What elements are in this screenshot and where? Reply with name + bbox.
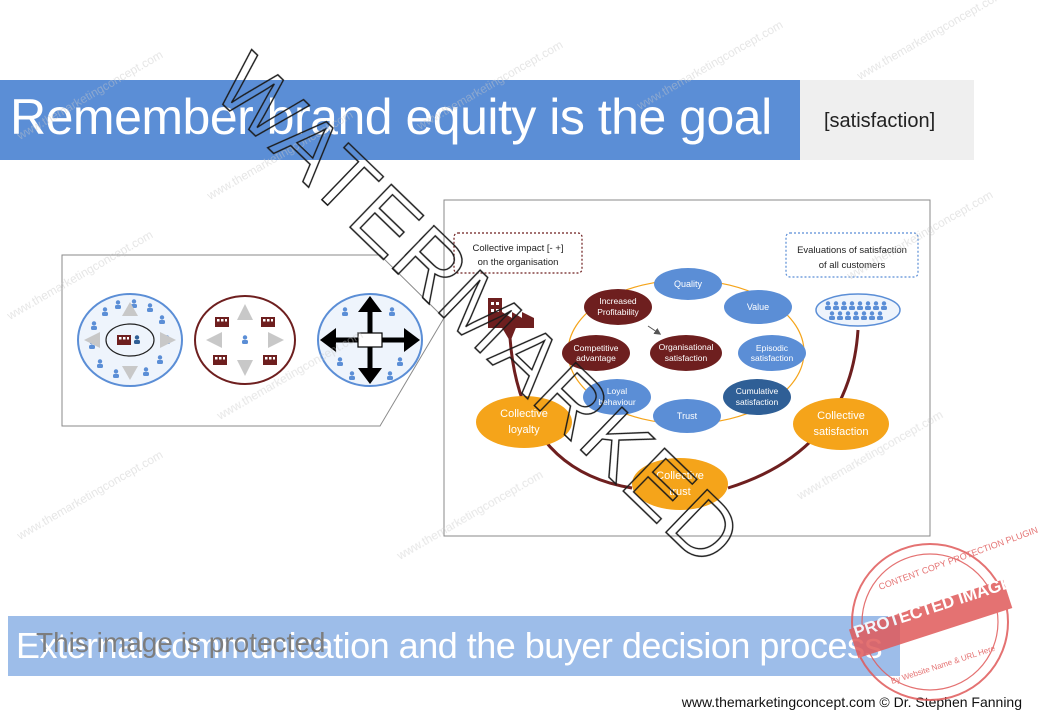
org-satisfaction-label-1: Organisational	[659, 342, 714, 352]
watermark-repeat-9: www.themarketingconcept.com	[14, 447, 166, 543]
collective-impact-callout	[453, 232, 583, 274]
increased-profitability-node	[584, 289, 652, 325]
loyal-behaviour-node	[583, 379, 651, 415]
cumulative-node	[723, 379, 791, 415]
org-satisfaction-label-2: satisfaction	[665, 353, 708, 363]
protected-notice: This image is protected	[36, 627, 326, 658]
loyal-label-1: Loyal	[607, 386, 627, 396]
profitability-label-1: Increased	[599, 296, 637, 306]
quality-node	[654, 268, 722, 300]
watermark-repeat-11: www.themarketingconcept.com	[794, 407, 946, 503]
collective-loyalty-label-1: Collective	[500, 408, 548, 420]
watermark-repeat-6: www.themarketingconcept.com	[4, 227, 156, 323]
collective-impact-line-2: on the organisation	[478, 257, 559, 268]
collective-trust-label-1: Collective	[656, 470, 704, 482]
competitive-label-2: advantage	[576, 353, 616, 363]
collective-loyalty-node	[476, 396, 572, 448]
watermark-repeat-1: www.themarketingconcept.com	[14, 47, 166, 143]
competitive-label-1: Competitive	[574, 343, 619, 353]
evaluations-line-1: Evaluations of satisfaction	[797, 245, 907, 256]
crowd-icon	[815, 293, 901, 327]
bottom-bar	[8, 616, 900, 676]
episodic-label-2: satisfaction	[751, 353, 794, 363]
collective-satisfaction-label-2: satisfaction	[813, 426, 868, 438]
building-circle-icon	[194, 295, 296, 385]
bottom-caption: External communication and the buyer dec…	[16, 625, 882, 666]
watermark-repeat-10: www.themarketingconcept.com	[394, 467, 546, 563]
protected-stamp: CONTENT COPY PROTECTION PLUGIN PROTECTED…	[848, 525, 1039, 701]
value-label: Value	[747, 302, 769, 312]
footer-credit: www.themarketingconcept.com © Dr. Stephe…	[681, 694, 1022, 710]
satisfaction-tag: [satisfaction]	[824, 110, 936, 132]
episodic-label-1: Episodic	[756, 343, 789, 353]
trust-node	[653, 399, 721, 433]
watermark-repeat-8: www.themarketingconcept.com	[844, 187, 996, 283]
profitability-arrow	[647, 325, 662, 335]
stamp-bottom-text: By Website Name & URL Here	[890, 644, 997, 686]
collective-satisfaction-node	[793, 398, 889, 450]
collective-satisfaction-label-1: Collective	[817, 410, 865, 422]
watermark-repeat-3: www.themarketingconcept.com	[414, 37, 566, 133]
quality-label: Quality	[674, 279, 703, 289]
collective-impact-line-1: Collective impact [- +]	[472, 243, 563, 254]
title-bar	[0, 80, 800, 160]
cumulative-label-2: satisfaction	[736, 397, 779, 407]
factory-icon	[488, 298, 534, 328]
arrows-circle-icon	[317, 293, 423, 387]
people-circle-icon	[77, 293, 183, 387]
cumulative-label-1: Cumulative	[736, 386, 779, 396]
evaluations-callout	[785, 232, 919, 278]
slide-title: Remember brand equity is the goal	[10, 89, 772, 145]
watermark-repeat-4: www.themarketingconcept.com	[634, 17, 786, 113]
watermark-repeat-5: www.themarketingconcept.com	[854, 0, 1006, 83]
loyal-label-2: behaviour	[598, 397, 636, 407]
stamp-top-text: CONTENT COPY PROTECTION PLUGIN	[877, 525, 1039, 592]
evaluations-line-2: of all customers	[819, 260, 886, 271]
value-node	[724, 290, 792, 324]
tag-box	[800, 80, 974, 160]
profitability-label-2: Profitability	[597, 307, 639, 317]
collective-trust-label-2: trust	[669, 486, 690, 498]
organisational-satisfaction-node	[650, 335, 722, 371]
collective-loyalty-label-2: loyalty	[508, 424, 540, 436]
competitive-advantage-node	[562, 335, 630, 371]
watermark-repeat-7: www.themarketingconcept.com	[214, 327, 366, 423]
trust-label: Trust	[677, 411, 698, 421]
episodic-node	[738, 335, 806, 371]
collective-trust-node	[632, 458, 728, 510]
